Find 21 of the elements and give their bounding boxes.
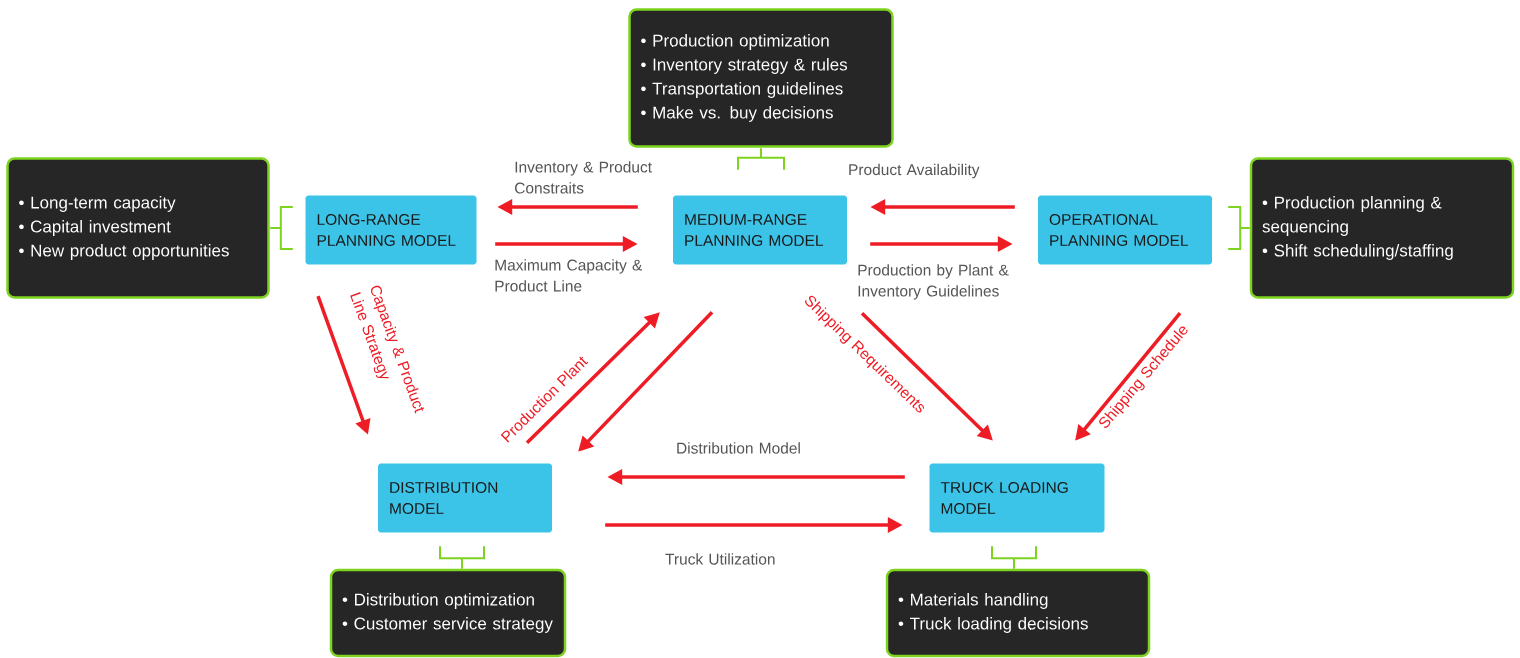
bracket-connector	[439, 545, 485, 570]
edge-label: Maximum Capacity & Product Line	[495, 259, 643, 292]
bracket-connector	[737, 147, 785, 171]
detail-box: • Materials handling • Truck loading decisions	[885, 568, 1151, 658]
edge-label: Production by Plant & Inventory Guidelines	[858, 264, 1009, 300]
bracket-connector	[991, 545, 1037, 570]
edge-label: Truck Utilization	[665, 553, 775, 565]
model-box: OPERATIONAL PLANNING MODEL	[1038, 195, 1212, 265]
model-box: LONG-RANGE PLANNING MODEL	[305, 195, 477, 265]
edge-label: Inventory & Product Constraits	[515, 161, 652, 194]
detail-box: • Production optimization • Inventory strategy & rules • Transportation guidelines • Make vs. buy decisions	[628, 8, 894, 148]
model-box: TRUCK LOADING MODEL	[929, 463, 1105, 533]
model-box: MEDIUM-RANGE PLANNING MODEL	[673, 195, 847, 265]
model-box: DISTRIBUTION MODEL	[378, 463, 552, 533]
detail-box: • Long-term capacity • Capital investment • New product opportunities	[6, 157, 270, 299]
bracket-connector	[269, 206, 294, 250]
detail-box: • Distribution optimization • Customer service strategy	[329, 568, 567, 658]
edge-label: Product Availability	[849, 163, 980, 179]
edge-label: Distribution Model	[677, 442, 800, 454]
detail-box: • Production planning & sequencing • Shift scheduling/staffing	[1249, 157, 1515, 299]
bracket-connector	[1227, 206, 1251, 250]
